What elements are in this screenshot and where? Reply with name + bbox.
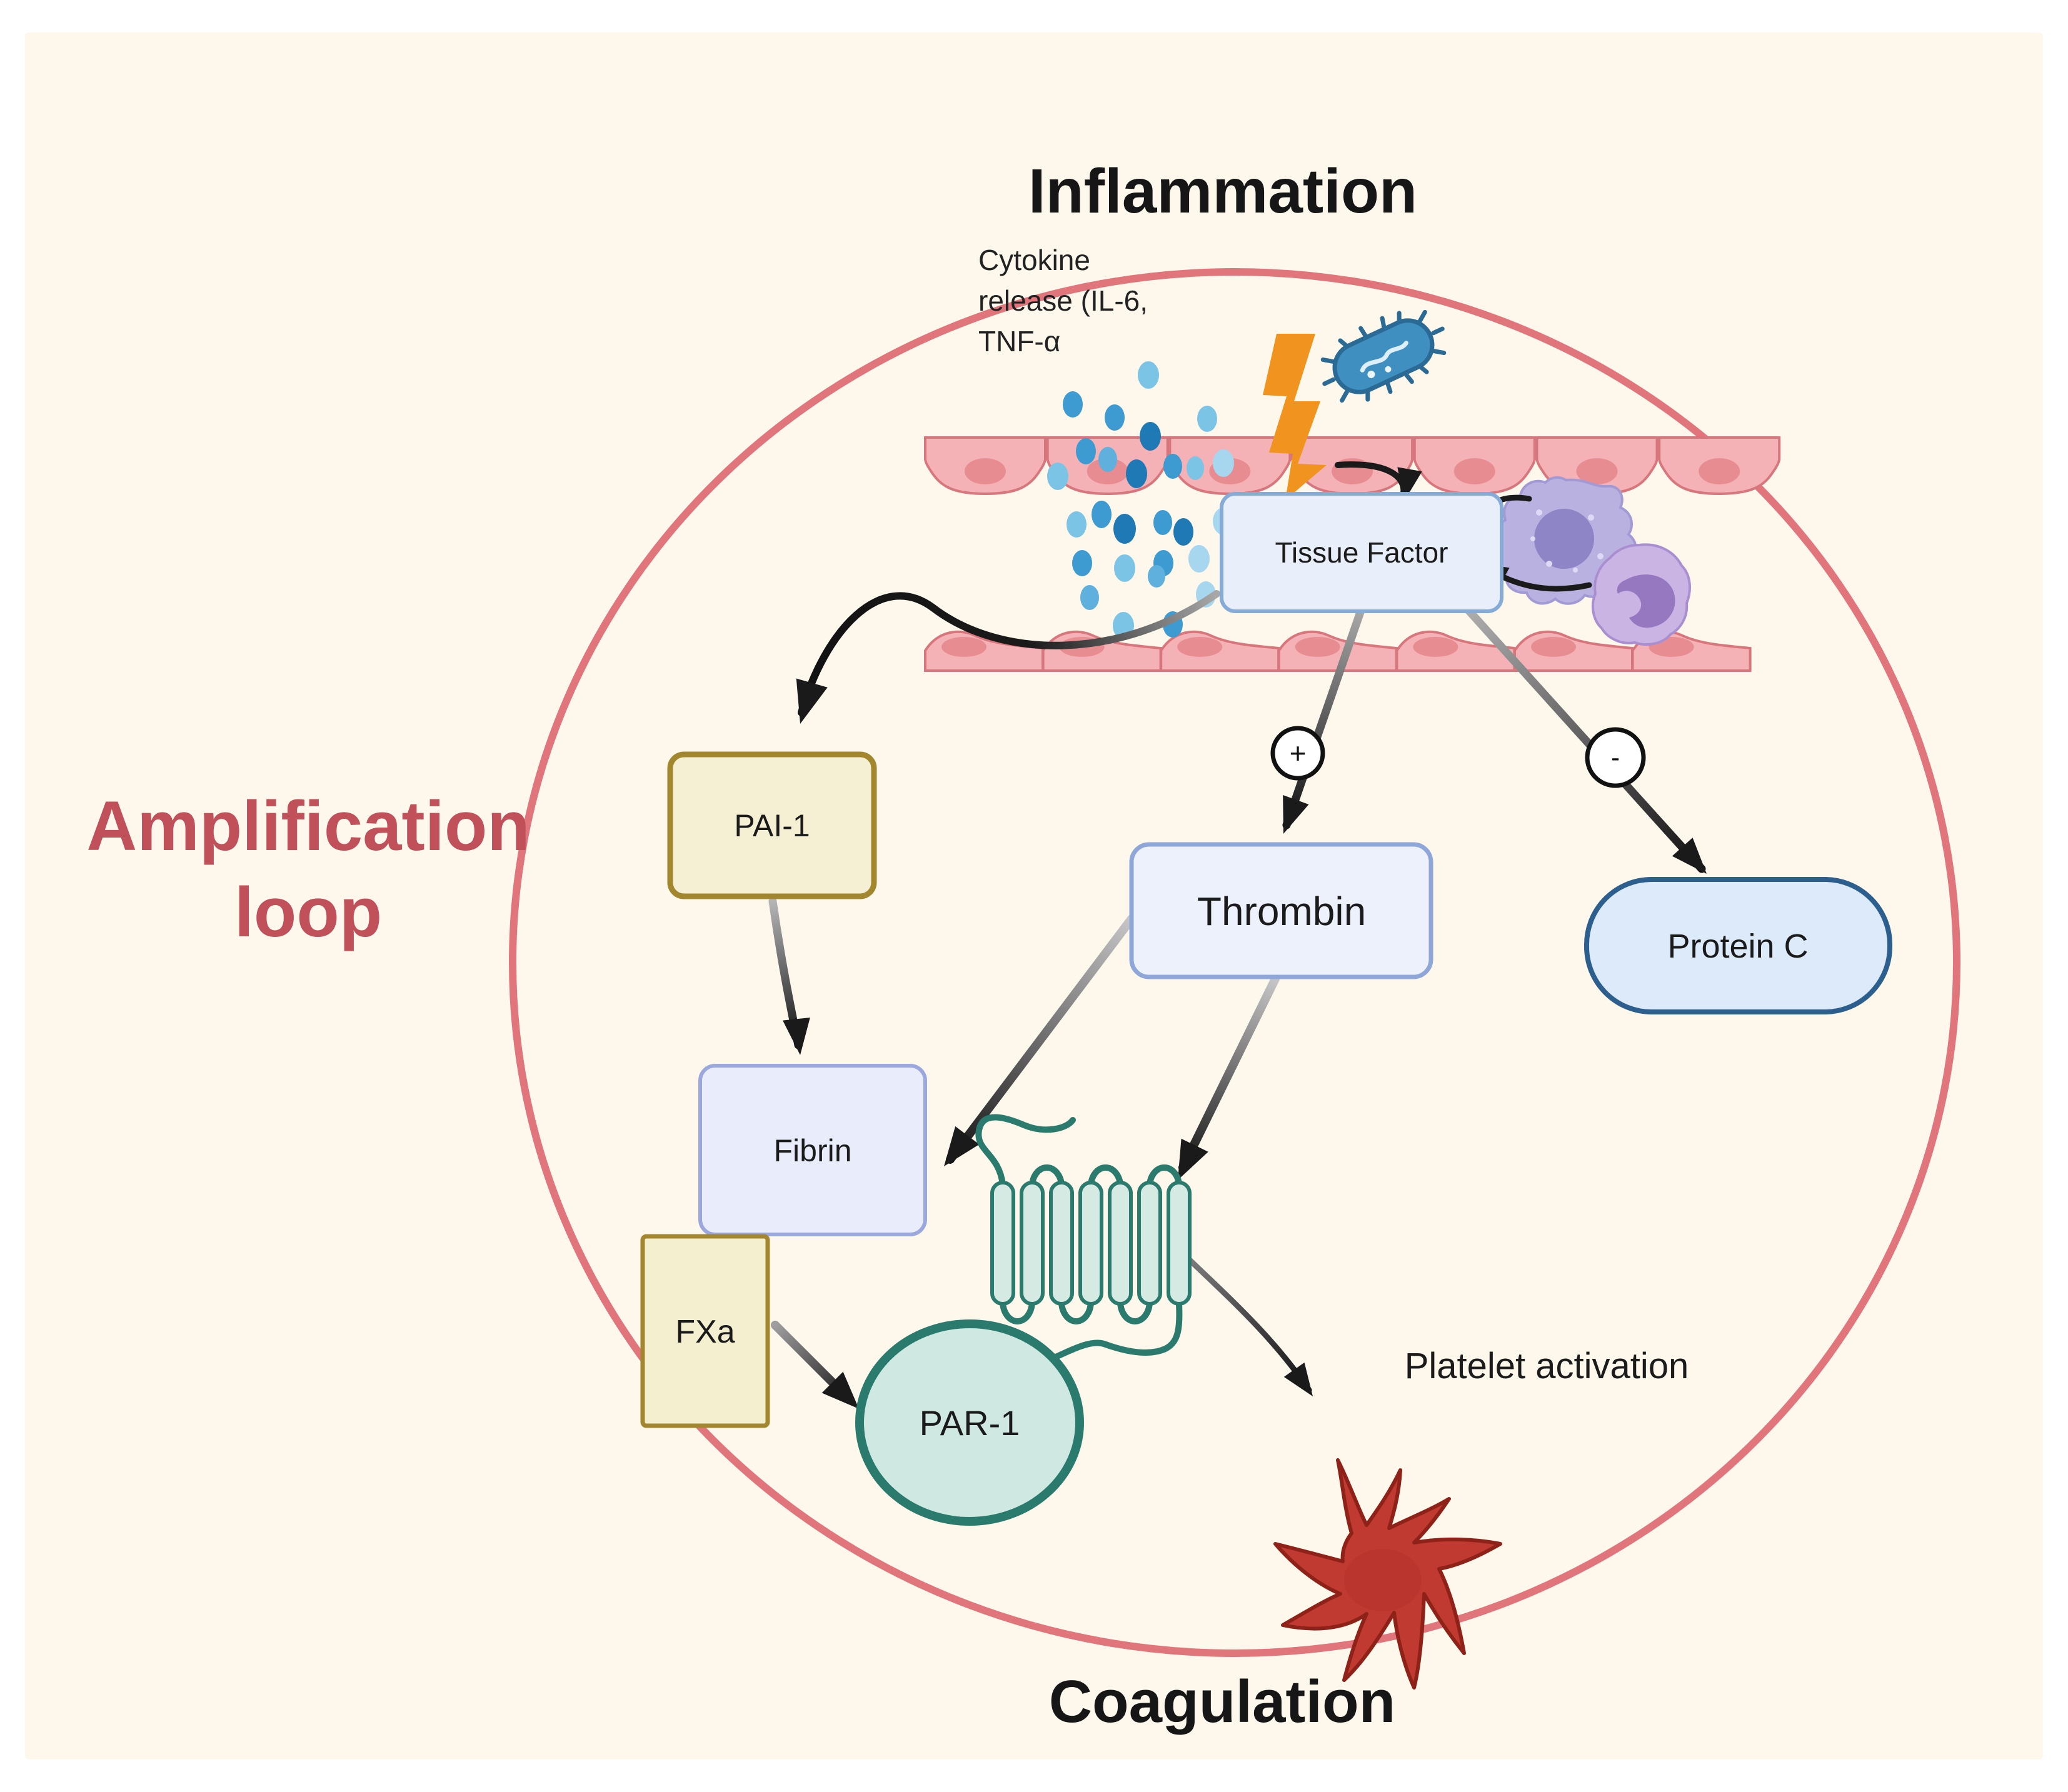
- plus-badge: +: [1270, 726, 1325, 781]
- arrow-tissue-factor-to-thrombin: [1282, 568, 1378, 829]
- arrow-thrombin-to-receptor: [1178, 974, 1280, 1172]
- cytokine-annotation-line2: release (IL-6,: [978, 284, 1148, 317]
- node-thrombin: Thrombin: [1129, 842, 1433, 979]
- par1-label: PAR-1: [920, 1403, 1020, 1443]
- platelet-icon: [1273, 1458, 1502, 1689]
- minus-badge: -: [1585, 727, 1646, 788]
- bacteria-icon: [1320, 309, 1447, 403]
- node-par1: PAR-1: [855, 1319, 1084, 1526]
- amplification-loop-ellipse: [509, 268, 1960, 1657]
- lightning-icon: [1263, 334, 1327, 500]
- amplification-loop-label-line2: loop: [234, 873, 382, 951]
- title-inflammation: Inflammation: [1028, 156, 1417, 226]
- pai1-label: PAI-1: [734, 808, 810, 843]
- protein-c-label: Protein C: [1667, 928, 1808, 965]
- arrow-tissue-factor-to-pai1: [798, 590, 1220, 716]
- node-fibrin: Fibrin: [698, 1064, 927, 1236]
- title-coagulation: Coagulation: [1049, 1668, 1396, 1735]
- gpcr-receptor-icon: [975, 1114, 1192, 1364]
- node-tissue-factor: Tissue Factor: [1220, 492, 1503, 613]
- arrow-thrombin-to-fibrin: [946, 914, 1136, 1164]
- fxa-label: FXa: [675, 1314, 735, 1350]
- cytokine-annotation-line3: TNF-α: [978, 325, 1060, 358]
- node-fxa: FXa: [640, 1234, 770, 1428]
- tissue-factor-label: Tissue Factor: [1275, 536, 1448, 569]
- fibrin-label: Fibrin: [773, 1133, 851, 1168]
- endothelium-top-row: [924, 436, 1781, 496]
- minus-sign: -: [1611, 743, 1620, 772]
- neutrophil-icon: [1591, 543, 1691, 646]
- amplification-loop-label-line1: Amplification: [86, 787, 530, 865]
- cytokine-dots-icon: [1047, 361, 1234, 639]
- plus-sign: +: [1290, 737, 1307, 769]
- thrombin-label: Thrombin: [1197, 889, 1366, 934]
- node-pai1: PAI-1: [667, 751, 877, 899]
- arrow-tissue-factor-to-protein-c: [1433, 572, 1706, 873]
- cytokine-annotation-line1: Cytokine: [978, 244, 1090, 276]
- node-protein-c: Protein C: [1584, 877, 1892, 1014]
- platelet-activation-label: Platelet activation: [1405, 1346, 1689, 1386]
